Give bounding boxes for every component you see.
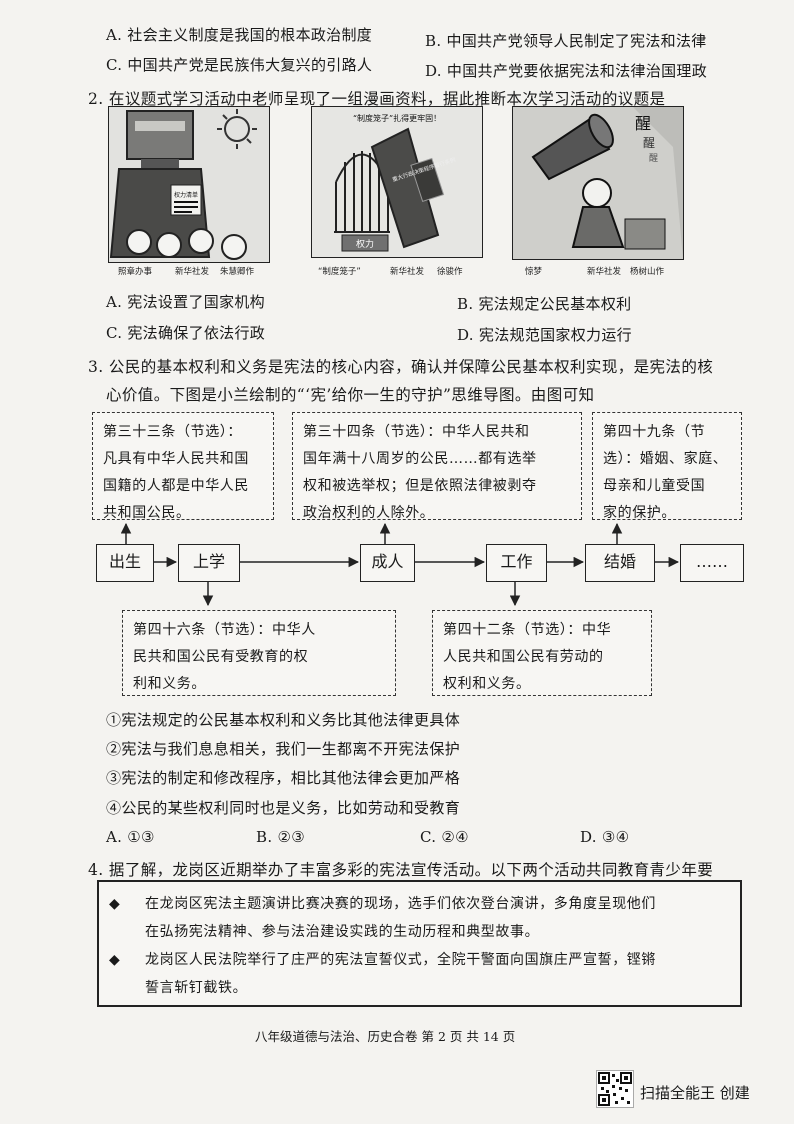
box-article-42: 第四十二条（节选）：中华 人民共和国公民有劳动的 权利和义务。	[432, 610, 652, 696]
comic2-caption-title: “制度笼子”	[318, 267, 361, 277]
box42-line: 权利和义务。	[443, 676, 531, 692]
comic-awakening-dream: 醒 醒 醒	[512, 106, 684, 260]
q1-option-c: C. 中国共产党是民族伟大复兴的引路人	[106, 56, 373, 74]
box33-line: 共和国公民。	[103, 505, 191, 521]
box33-line: 凡具有中华人民共和国	[103, 451, 249, 467]
q4-activity-box: ◆ 在龙岗区宪法主题演讲比赛决赛的现场，选手们依次登台演讲，多角度呈现他们 在弘…	[97, 880, 742, 1007]
bullet-diamond-icon: ◆	[109, 952, 121, 968]
comic3-caption-title: 惊梦	[525, 267, 543, 277]
q3-statement-3: ③宪法的制定和修改程序，相比其他法律会更加严格	[106, 769, 461, 787]
box46-line: 第四十六条（节选）：中华人	[133, 622, 316, 638]
q3-statement-2: ②宪法与我们息息相关，我们一生都离不开宪法保护	[106, 740, 461, 758]
q3-option-d: D. ③④	[580, 828, 630, 846]
comic1-caption-title: 照章办事	[118, 267, 153, 277]
box42-line: 人民共和国公民有劳动的	[443, 649, 604, 665]
comic2-caption-source: 新华社发	[390, 267, 425, 277]
comic3-caption-author: 杨树山作	[630, 267, 665, 277]
q3-statement-1: ①宪法规定的公民基本权利和义务比其他法律更具体	[106, 711, 461, 729]
q4-stem: 4. 据了解，龙岗区近期举办了丰富多彩的宪法宣传活动。以下两个活动共同教育青少年…	[88, 861, 714, 879]
q2-option-b: B. 宪法规定公民基本权利	[457, 295, 632, 313]
comic3-wake-text-2: 醒	[643, 136, 655, 150]
q4-activity-2-line-1: 龙岗区人民法院举行了庄严的宪法宣誓仪式，全院干警面向国旗庄严宣誓，铿锵	[145, 952, 656, 968]
comic2-base-text: 权力	[356, 238, 374, 250]
box-article-46: 第四十六条（节选）：中华人 民共和国公民有受教育的权 利和义务。	[122, 610, 396, 696]
box-article-49: 第四十九条（节 选）：婚姻、家庭、 母亲和儿童受国 家的保护。	[592, 412, 742, 521]
q3-option-a: A. ①③	[106, 828, 155, 846]
q2-option-a: A. 宪法设置了国家机构	[106, 293, 265, 311]
mind-map-connectors	[120, 522, 680, 607]
page-footer: 八年级道德与法治、历史合卷 第 2 页 共 14 页	[255, 1029, 516, 1044]
flow-marriage: 结婚	[585, 544, 655, 582]
box34-line: 国年满十八周岁的公民……都有选举	[303, 451, 537, 467]
box34-line: 政治权利的人除外。	[303, 505, 435, 521]
box42-line: 第四十二条（节选）：中华	[443, 622, 612, 638]
qr-code-icon	[596, 1070, 634, 1108]
comic1-sign-text: 权力清单	[174, 191, 198, 199]
q3-option-c: C. ②④	[420, 828, 469, 846]
comic1-caption-author: 朱慧卿作	[220, 267, 255, 277]
box49-line: 第四十九条（节	[603, 424, 706, 440]
q1-option-a: A. 社会主义制度是我国的根本政治制度	[106, 26, 373, 44]
box-article-34: 第三十四条（节选）：中华人民共和 国年满十八周岁的公民……都有选举 权和被选举权…	[292, 412, 582, 521]
q3-option-b: B. ②③	[256, 828, 305, 846]
q4-activity-1-line-1: 在龙岗区宪法主题演讲比赛决赛的现场，选手们依次登台演讲，多角度呈现他们	[145, 896, 656, 912]
flow-work: 工作	[486, 544, 547, 582]
q2-stem: 2. 在议题式学习活动中老师呈现了一组漫画资料，据此推断本次学习活动的议题是	[88, 90, 666, 108]
comic-institution-cage: “制度笼子”扎得更牢固！ 重大行政决策程序暂行条例 权力	[311, 106, 483, 258]
box49-line: 家的保护。	[603, 505, 676, 521]
comic-rule-following: 权力清单	[108, 106, 270, 263]
box49-line: 选）：婚姻、家庭、	[603, 451, 728, 467]
q4-activity-1-line-2: 在弘扬宪法精神、参与法治建设实践的生动历程和典型故事。	[145, 924, 540, 940]
box-article-33: 第三十三条（节选）： 凡具有中华人民共和国 国籍的人都是中华人民 共和国公民。	[92, 412, 274, 521]
flow-adult: 成人	[360, 544, 415, 582]
q1-option-b: B. 中国共产党领导人民制定了宪法和法律	[425, 32, 707, 50]
box33-line: 第三十三条（节选）：	[103, 424, 242, 440]
q1-option-d: D. 中国共产党要依据宪法和法律治国理政	[425, 62, 708, 80]
comic2-banner-text: “制度笼子”扎得更牢固！	[353, 113, 441, 123]
box33-line: 国籍的人都是中华人民	[103, 478, 249, 494]
q3-stem-line-2: 心价值。下图是小兰绘制的“‘宪’给你一生的守护”思维导图。由图可知	[106, 386, 595, 404]
box34-line: 权和被选举权；但是依照法律被剥夺	[303, 478, 537, 494]
flow-ellipsis: ……	[680, 544, 744, 582]
q2-option-c: C. 宪法确保了依法行政	[106, 324, 266, 342]
box46-line: 利和义务。	[133, 676, 206, 692]
comic3-caption-source: 新华社发	[587, 267, 622, 277]
q3-statement-4: ④公民的某些权利同时也是义务，比如劳动和受教育	[106, 799, 461, 817]
bullet-diamond-icon: ◆	[109, 896, 121, 912]
comic3-wake-text-3: 醒	[649, 153, 658, 164]
flow-birth: 出生	[96, 544, 154, 582]
flow-school: 上学	[178, 544, 240, 582]
comic2-caption-author: 徐骏作	[437, 267, 463, 277]
comic1-caption-source: 新华社发	[175, 267, 210, 277]
box49-line: 母亲和儿童受国	[603, 478, 706, 494]
box46-line: 民共和国公民有受教育的权	[133, 649, 309, 665]
q3-stem-line-1: 3. 公民的基本权利和义务是宪法的核心内容，确认并保障公民基本权利实现，是宪法的…	[88, 358, 714, 376]
q2-option-d: D. 宪法规范国家权力运行	[457, 326, 632, 344]
q4-activity-2-line-2: 誓言斩钉截铁。	[145, 980, 248, 996]
comic3-wake-text-1: 醒	[635, 114, 651, 133]
scanner-watermark: 扫描全能王 创建	[640, 1084, 750, 1102]
box34-line: 第三十四条（节选）：中华人民共和	[303, 424, 530, 440]
